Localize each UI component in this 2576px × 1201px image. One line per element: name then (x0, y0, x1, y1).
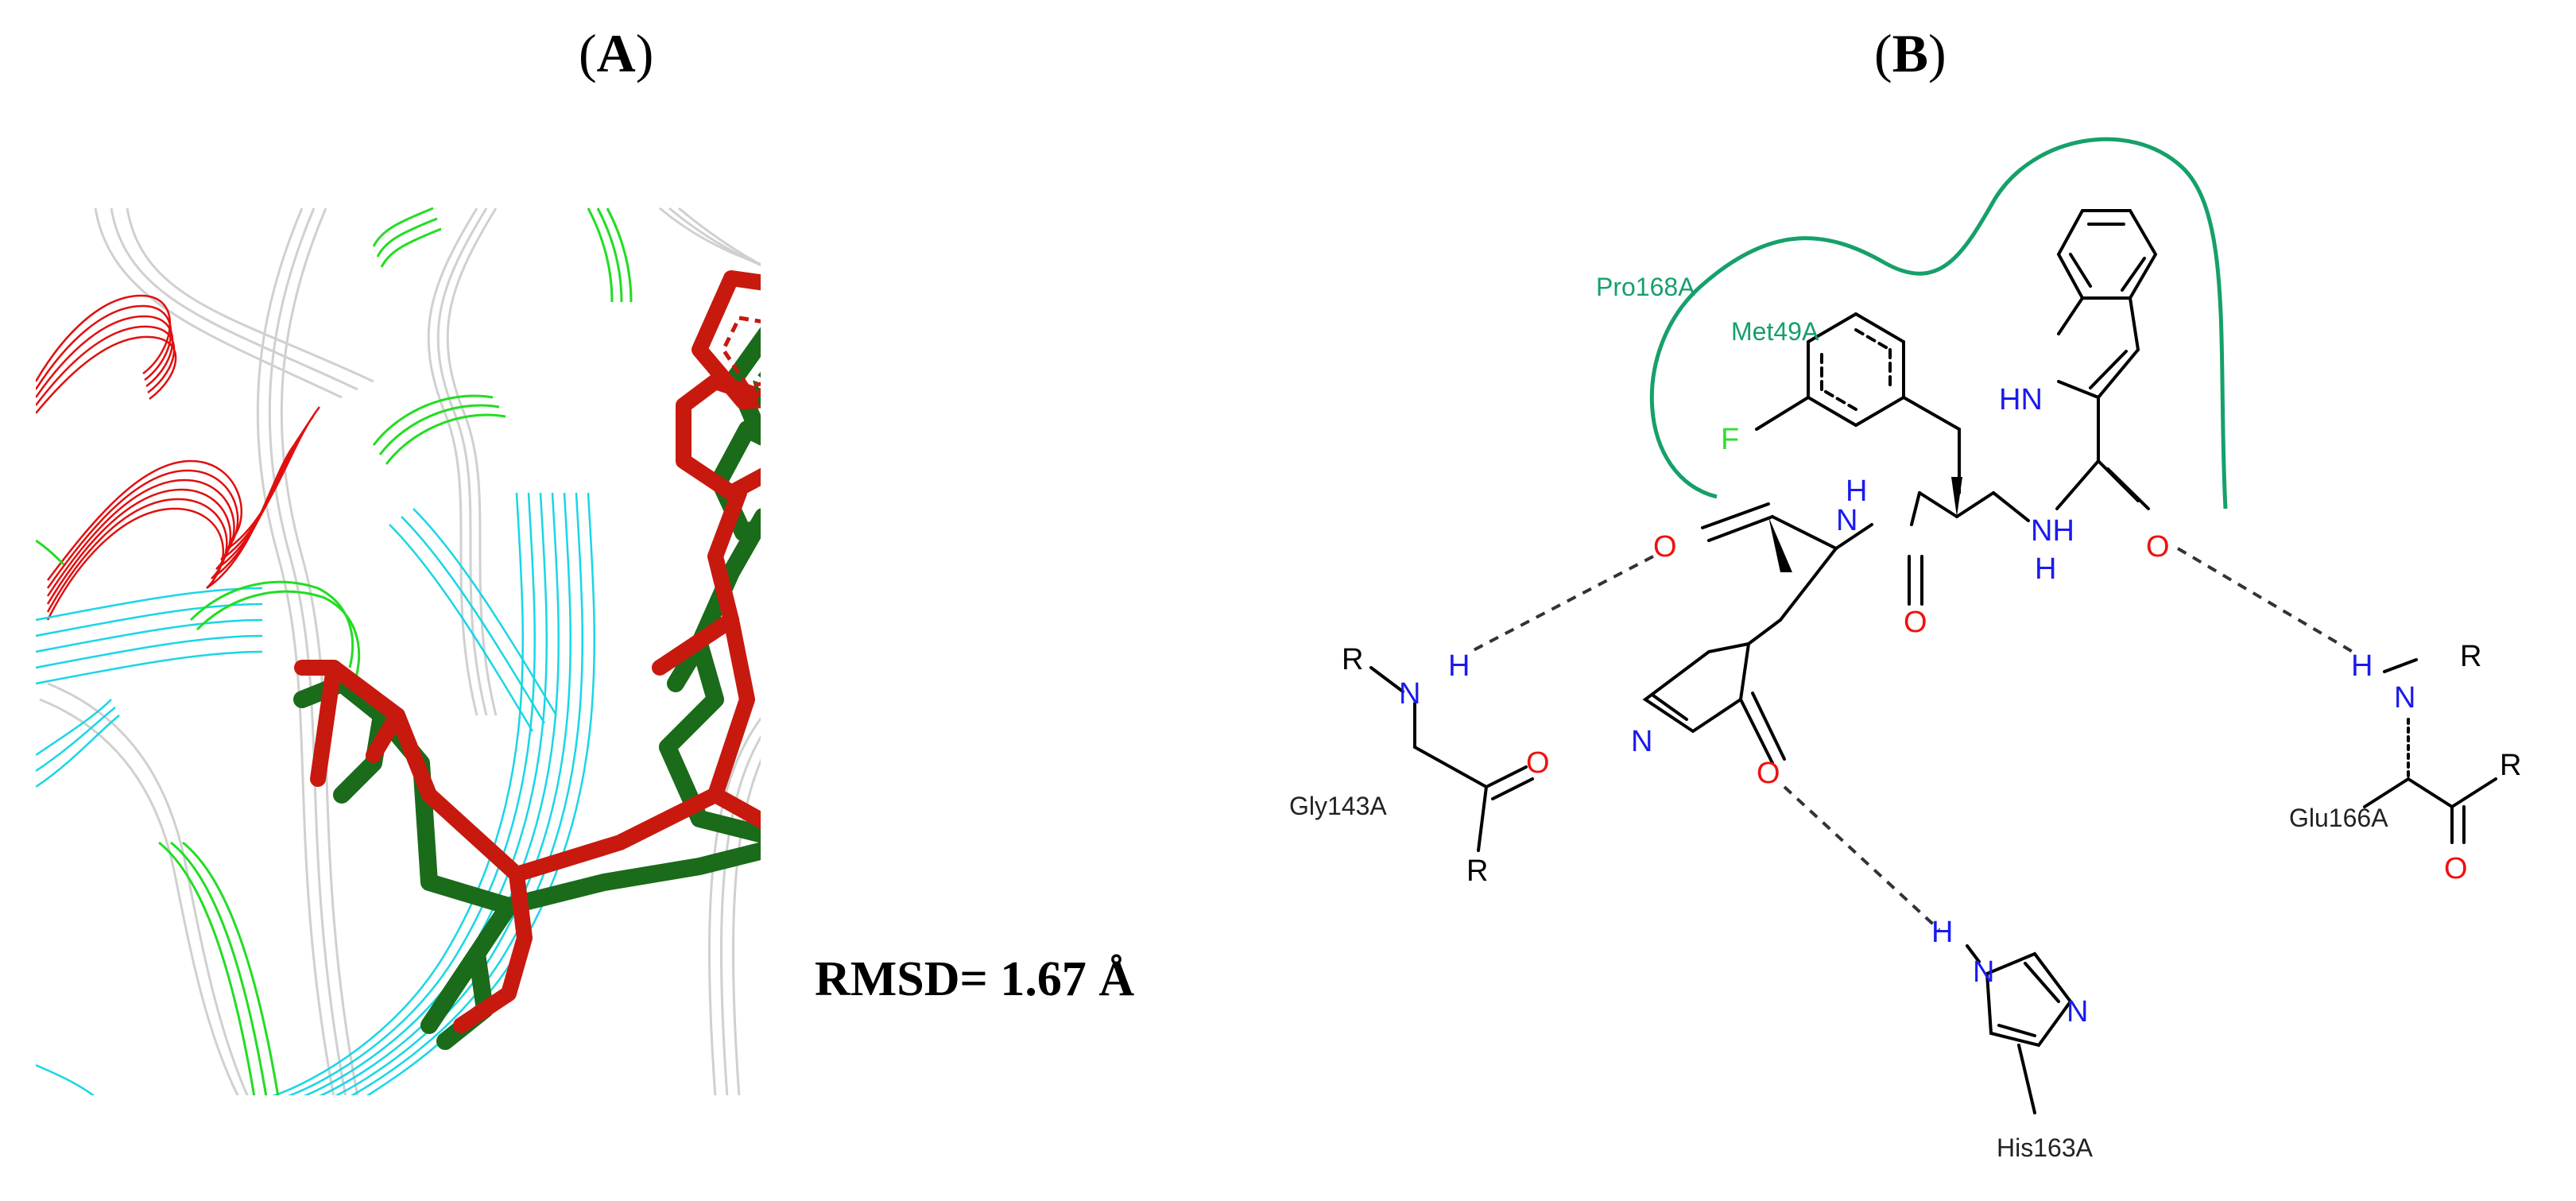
stereo-wedges (1768, 477, 1962, 572)
residue-his163a: His163A (1997, 1133, 2094, 1162)
glu166-n: N (2394, 681, 2415, 715)
gly143-h: H (1448, 649, 1470, 683)
his163-n1: N (1973, 955, 1994, 989)
atom-carbonyl-o-1: O (1653, 530, 1677, 564)
docked-ligand-pose (294, 270, 761, 1033)
atom-amide-n-2: NH (2031, 514, 2074, 548)
hydrogen-bonds (1470, 547, 2354, 932)
hydrophobic-contour (1649, 137, 2228, 509)
residue-met49a: Met49A (1731, 317, 1819, 346)
red-helix-ribbon (36, 294, 320, 621)
atom-lactam-n: N (1631, 725, 1652, 758)
gly143-o: O (1526, 746, 1550, 780)
glu166-o: O (2444, 852, 2468, 885)
atom-amide-h-1: H (1846, 475, 1867, 508)
his163-n2: N (2067, 995, 2088, 1029)
residue-pro168a: Pro168A (1596, 273, 1695, 301)
glu166-h: H (2351, 649, 2373, 683)
glu166-r1: R (2460, 640, 2481, 673)
bonds (1369, 209, 2497, 1114)
gly143-n: N (1399, 677, 1420, 711)
glu166-r2: R (2500, 749, 2521, 782)
his163-h: H (1931, 916, 1953, 949)
atom-carbonyl-o-2: O (1904, 606, 1927, 639)
atom-amide-h-2: H (2035, 552, 2056, 586)
aromatic-dash-marks (721, 316, 761, 413)
gly143-r2: R (1466, 854, 1488, 888)
atom-indole-nh: HN (1999, 383, 2043, 416)
residue-gly143a: Gly143A (1289, 792, 1387, 820)
panel-b-diagram: F HN H N NH H O O O N O R N H O R Gly143… (1289, 137, 2521, 1162)
green-loop-ribbon (36, 207, 633, 1095)
atom-fluorine: F (1721, 423, 1739, 456)
grey-ribbon (39, 207, 761, 1095)
gly143-r1: R (1342, 643, 1363, 676)
rmsd-value: RMSD= 1.67 Å (815, 952, 1134, 1006)
panel-a-label: (A) (579, 23, 654, 83)
atom-lactam-o: O (1757, 757, 1780, 790)
atom-carbonyl-o-3: O (2146, 530, 2170, 564)
atom-amide-n-1: N (1836, 504, 1857, 537)
panel-b-label: (B) (1874, 23, 1947, 83)
residue-glu166a: Glu166A (2289, 804, 2388, 832)
native-ligand-pose (293, 327, 761, 1050)
panel-a-structure: RMSD= 1.67 Å (36, 207, 1134, 1095)
